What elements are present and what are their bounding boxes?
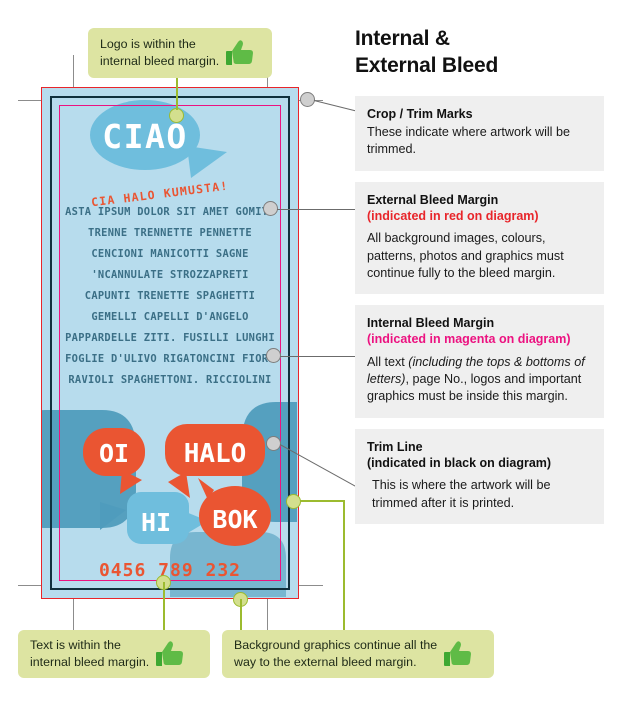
connector-dot-background-right[interactable] xyxy=(286,494,301,509)
svg-text:OI: OI xyxy=(99,439,129,468)
thumbs-up-icon xyxy=(225,39,255,67)
info-card-title: External Bleed Margin xyxy=(367,192,499,207)
callout-background-graphics: Background graphics continue all the way… xyxy=(222,630,494,678)
info-body-pre: All text xyxy=(367,354,409,369)
info-card-subtitle: (indicated in black on diagram) xyxy=(367,455,552,470)
svg-text:HALO: HALO xyxy=(184,439,247,469)
svg-text:TRENNE TRENNETTE PENNETTE: TRENNE TRENNETTE PENNETTE xyxy=(88,227,252,239)
crop-mark-bottom-right-vertical xyxy=(267,594,269,632)
info-card-title: Trim Line xyxy=(367,439,423,454)
svg-text:HI: HI xyxy=(141,508,171,537)
svg-text:GEMELLI CAPELLI D'ANGELO: GEMELLI CAPELLI D'ANGELO xyxy=(91,311,248,323)
info-card-body: This is where the artwork will be trimme… xyxy=(372,478,551,510)
info-card-subtitle: (indicated in magenta on diagram) xyxy=(367,332,571,347)
svg-text:CIAO: CIAO xyxy=(102,117,187,156)
leader-line-background-h xyxy=(300,500,345,502)
svg-text:FOGLIE D'ULIVO RIGATONCINI FIO: FOGLIE D'ULIVO RIGATONCINI FIORI xyxy=(65,353,275,365)
info-card-trim-line: Trim Line (indicated in black on diagram… xyxy=(355,428,604,524)
thumbs-up-icon xyxy=(443,640,473,668)
bleed-diagram: .wdm{font-family:"DejaVu Sans Mono",mono… xyxy=(18,55,359,632)
trim-line-rectangle xyxy=(50,96,290,590)
internal-bleed-rectangle xyxy=(59,105,281,581)
page-title: Internal & External Bleed xyxy=(355,27,499,77)
info-card-subtitle: (indicated in red on diagram) xyxy=(367,208,539,223)
connector-dot-internal-bleed[interactable] xyxy=(266,348,281,363)
svg-text:PAPPARDELLE ZITI. FUSILLI LUNG: PAPPARDELLE ZITI. FUSILLI LUNGHI xyxy=(65,332,275,344)
svg-text:RAVIOLI SPAGHETTONI. RICCIOLIN: RAVIOLI SPAGHETTONI. RICCIOLINI xyxy=(68,374,271,386)
info-card-body: All background images, colours, patterns… xyxy=(367,231,564,280)
artwork-canvas: .wdm{font-family:"DejaVu Sans Mono",mono… xyxy=(42,88,297,597)
info-card-external-bleed-margin: External Bleed Margin (indicated in red … xyxy=(355,181,604,294)
leader-line-text xyxy=(163,582,165,630)
thumbs-up-icon xyxy=(155,640,185,668)
crop-mark-bottom-left-vertical xyxy=(73,594,75,632)
connector-dot-logo[interactable] xyxy=(169,108,184,123)
info-card-internal-bleed-margin: Internal Bleed Margin (indicated in mage… xyxy=(355,305,604,418)
info-card-crop-trim-marks: Crop / Trim Marks These indicate where a… xyxy=(355,95,604,171)
crop-mark-bottom-right-horizontal xyxy=(285,585,323,587)
callout-text: Background graphics continue all the way… xyxy=(234,638,438,669)
callout-text: Text is within the internal bleed margin… xyxy=(30,638,150,669)
info-body-emphasis: (including the tops & bottoms of letters… xyxy=(367,354,585,386)
svg-text:CAPUNTI TRENETTE SPAGHETTI: CAPUNTI TRENETTE SPAGHETTI xyxy=(85,290,255,302)
svg-text:'NCANNULATE STROZZAPRETI: 'NCANNULATE STROZZAPRETI xyxy=(91,269,248,281)
connector-dot-crop-marks[interactable] xyxy=(300,92,315,107)
info-body-post: , page No., logos and important graphics… xyxy=(367,372,582,404)
connector-dot-external-bleed[interactable] xyxy=(263,201,278,216)
connector-dot-trim-line[interactable] xyxy=(266,436,281,451)
svg-text:BOK: BOK xyxy=(212,505,257,534)
external-bleed-outline xyxy=(41,87,299,599)
crop-mark-top-left-horizontal xyxy=(18,100,56,102)
svg-text:CENCIONI MANICOTTI SAGNE: CENCIONI MANICOTTI SAGNE xyxy=(91,248,248,260)
info-panel: Internal & External Bleed Crop / Trim Ma… xyxy=(355,26,604,535)
callout-logo: Logo is within the internal bleed margin… xyxy=(88,28,272,78)
info-card-body: All text (including the tops & bottoms o… xyxy=(367,354,592,406)
leader-line-background-bottom xyxy=(240,599,242,630)
callout-text-within-bleed: Text is within the internal bleed margin… xyxy=(18,630,210,678)
info-card-title: Internal Bleed Margin xyxy=(367,316,495,330)
svg-text:0456 789 232: 0456 789 232 xyxy=(99,560,241,581)
crop-mark-bottom-left-horizontal xyxy=(18,585,56,587)
callout-text: Logo is within the internal bleed margin… xyxy=(100,37,220,68)
svg-text:ASTA IPSUM DOLOR SIT AMET GOMI: ASTA IPSUM DOLOR SIT AMET GOMITO xyxy=(65,206,275,218)
crop-mark-top-left-vertical xyxy=(73,55,75,93)
leader-line-background-v xyxy=(343,500,345,630)
leader-line-external-bleed xyxy=(277,209,357,211)
leader-line-internal-bleed xyxy=(280,356,358,358)
info-card-title: Crop / Trim Marks xyxy=(367,106,473,121)
leader-line-logo xyxy=(176,78,178,110)
info-card-body: These indicate where artwork will be tri… xyxy=(367,125,570,157)
leader-line-crop-marks xyxy=(313,100,359,113)
